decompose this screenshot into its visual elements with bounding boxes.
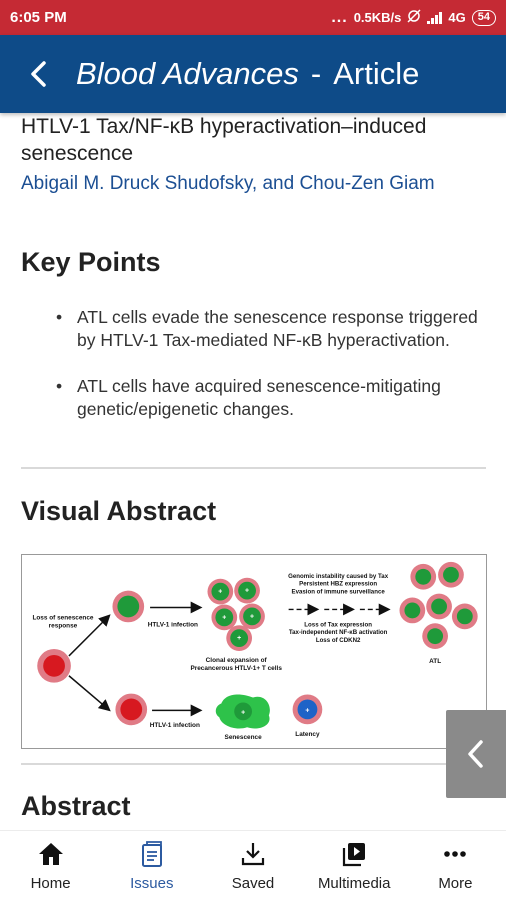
- abstract-heading: Abstract: [21, 791, 131, 821]
- section-divider: [21, 467, 486, 469]
- infected-green-cell: [112, 590, 145, 623]
- svg-text:+: +: [237, 635, 241, 642]
- section-divider: [21, 763, 486, 765]
- visual-abstract-figure[interactable]: Loss of senescence response HTLV-1 infec…: [21, 554, 487, 749]
- multimedia-icon: [339, 839, 369, 869]
- nav-multimedia[interactable]: Multimedia: [304, 831, 405, 900]
- side-drawer-tab[interactable]: [446, 710, 506, 798]
- latency-cell: +: [292, 694, 323, 725]
- status-more-icon: ...: [331, 8, 348, 26]
- nav-more-label: More: [438, 875, 473, 892]
- visual-abstract-heading: Visual Abstract: [21, 496, 217, 526]
- senescence-cell: +: [215, 694, 270, 729]
- label-genomic-3: Evasion of immune surveillance: [291, 589, 385, 596]
- label-infection-bottom: HTLV-1 infection: [150, 722, 200, 729]
- status-bar: 6:05 PM ... 0.5KB/s 4G 54: [0, 0, 506, 35]
- nav-multimedia-label: Multimedia: [317, 875, 391, 892]
- key-points-list: ATL cells evade the senescence response …: [56, 306, 496, 444]
- no-data-icon: [407, 9, 421, 26]
- arrow-up: [68, 614, 111, 657]
- app-title: Blood Advances - Article: [76, 56, 419, 92]
- nav-more[interactable]: More: [405, 831, 506, 900]
- svg-text:+: +: [218, 589, 222, 596]
- label-genomic-1: Genomic instability caused by Tax: [288, 573, 389, 580]
- network-speed: 0.5KB/s: [353, 10, 402, 25]
- label-loss-tax-2: Tax-independent NF-κB activation: [289, 629, 388, 636]
- article-authors[interactable]: Abigail M. Druck Shudofsky, and Chou-Zen…: [21, 173, 435, 194]
- chevron-left-icon: [468, 740, 483, 768]
- signal-icon: [427, 11, 443, 24]
- app-bar: Blood Advances - Article: [0, 35, 506, 113]
- title-separator: -: [310, 56, 322, 91]
- label-infection-top: HTLV-1 infection: [148, 621, 198, 628]
- label-loss-tax-1: Loss of Tax expression: [304, 621, 372, 628]
- article-content[interactable]: HTLV-1 Tax/NF-κB hyperactivation–induced…: [0, 113, 506, 830]
- clonal-cell-cluster: + + + + +: [207, 577, 265, 652]
- label-senescence: Senescence: [225, 734, 263, 741]
- label-genomic-2: Persistent HBZ expression: [299, 581, 377, 588]
- home-icon: [36, 839, 66, 869]
- label-loss-senescence: Loss of senescence: [32, 614, 93, 621]
- section-name: Article: [333, 56, 420, 91]
- bottom-nav: Home Issues Saved Multimedia More: [0, 830, 506, 900]
- label-latency: Latency: [295, 731, 320, 738]
- nav-issues-label: Issues: [130, 875, 174, 892]
- article-title: HTLV-1 Tax/NF-κB hyperactivation–induced…: [21, 115, 427, 165]
- nav-home[interactable]: Home: [0, 831, 101, 900]
- atl-cell-cluster: [399, 561, 478, 650]
- origin-red-cell: [37, 649, 71, 683]
- label-clonal-1: Clonal expansion of: [206, 657, 268, 664]
- more-icon: [440, 839, 470, 869]
- key-points-heading: Key Points: [21, 247, 161, 277]
- label-atl: ATL: [429, 658, 441, 665]
- svg-text:+: +: [250, 613, 254, 620]
- svg-text:+: +: [245, 588, 249, 595]
- back-button[interactable]: [0, 35, 76, 113]
- key-point-item: ATL cells have acquired senescence-mitig…: [56, 375, 496, 421]
- nav-home-label: Home: [30, 875, 71, 892]
- back-arrow-icon: [31, 61, 46, 87]
- label-clonal-2: Precancerous HTLV-1+ T cells: [190, 665, 282, 672]
- arrow-down: [68, 675, 111, 712]
- network-type: 4G: [448, 10, 466, 25]
- svg-text:+: +: [305, 707, 309, 714]
- key-point-item: ATL cells evade the senescence response …: [56, 306, 496, 352]
- journal-name: Blood Advances: [76, 56, 299, 91]
- nav-saved-label: Saved: [231, 875, 275, 892]
- label-response: response: [49, 622, 78, 629]
- nav-issues[interactable]: Issues: [101, 831, 202, 900]
- download-icon: [238, 839, 268, 869]
- issues-icon: [137, 839, 167, 869]
- label-loss-tax-3: Loss of CDKN2: [316, 637, 361, 644]
- nav-saved[interactable]: Saved: [202, 831, 303, 900]
- svg-text:+: +: [222, 614, 226, 621]
- battery-icon: 54: [471, 9, 496, 26]
- visual-abstract-diagram: Loss of senescence response HTLV-1 infec…: [32, 561, 478, 741]
- status-time: 6:05 PM: [10, 9, 67, 26]
- status-right: ... 0.5KB/s 4G 54: [331, 9, 496, 27]
- bottom-red-cell: [115, 693, 148, 726]
- svg-text:+: +: [241, 709, 245, 716]
